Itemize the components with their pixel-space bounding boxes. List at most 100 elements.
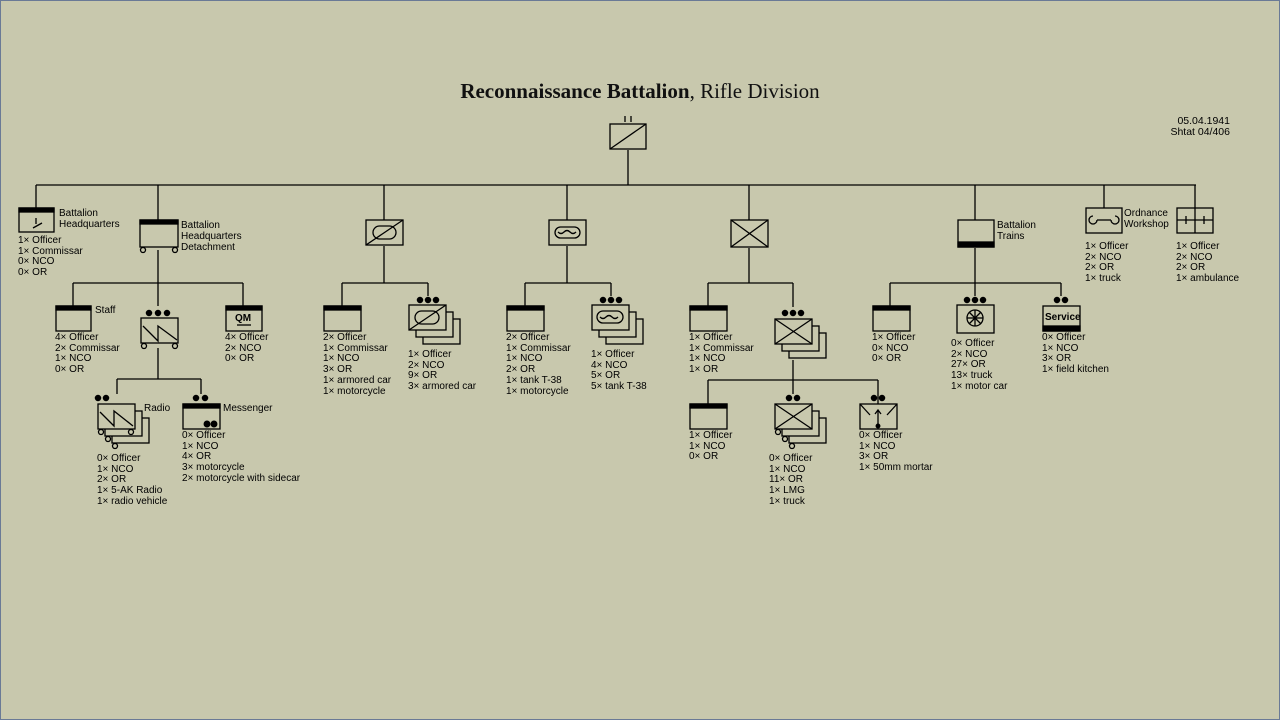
diagram-title: Reconnaissance Battalion, Rifle Division: [0, 79, 1280, 104]
count-line: 1× Commissar: [689, 342, 754, 354]
count-line: 13× truck: [951, 370, 993, 382]
count-line: 0× OR: [18, 267, 48, 279]
radio-label: Radio: [144, 403, 171, 414]
count-line: 2× NCO: [951, 348, 988, 360]
count-line: 1× NCO: [859, 440, 896, 452]
count-line: 4× OR: [182, 451, 212, 463]
count-line: 1× 50mm mortar: [859, 462, 933, 474]
count-line: 0× Officer: [859, 430, 903, 441]
platoon-hq-icon: [689, 403, 728, 430]
count-line: 2× motorcycle with sidecar: [182, 472, 301, 484]
count-line: 0× OR: [225, 353, 255, 365]
battalion-trains-icon: [957, 219, 995, 248]
count-line: 1× armored car: [323, 374, 392, 386]
service-symbol-text: Service: [1045, 312, 1081, 323]
count-line: 1× motor car: [951, 380, 1008, 392]
count-line: 5× OR: [591, 370, 621, 382]
count-line: 3× OR: [859, 451, 889, 463]
hq-det-label-line: Battalion: [181, 220, 220, 231]
count-line: 11× OR: [769, 474, 803, 486]
radio-squad-icon: [94, 394, 150, 450]
count-line: 1× NCO: [689, 353, 726, 365]
count-line: 0× OR: [689, 451, 719, 463]
count-line: 1× NCO: [1042, 342, 1079, 354]
messenger-squad-icon: [182, 394, 221, 430]
count-line: 1× radio vehicle: [97, 495, 168, 507]
tank-hq-icon: [506, 305, 545, 332]
title-bold: Reconnaissance Battalion: [460, 79, 690, 103]
count-line: 1× Commissar: [18, 245, 83, 257]
count-line: 2× OR: [97, 474, 127, 486]
count-line: 1× NCO: [769, 463, 806, 475]
shtat-label: Shtat 04/406: [1170, 126, 1230, 138]
count-line: 1× Officer: [408, 349, 452, 360]
count-line: 1× Officer: [1085, 241, 1129, 252]
hq-label-line: Battalion: [59, 208, 98, 219]
count-line: 4× NCO: [591, 359, 628, 371]
staff-label: Staff: [95, 305, 116, 316]
medical-icon: [1176, 207, 1214, 234]
count-line: 1× NCO: [97, 463, 134, 475]
count-line: 1× Officer: [872, 332, 916, 343]
count-line: 4× Officer: [225, 332, 269, 343]
count-line: 4× Officer: [55, 332, 99, 343]
mortar-squad-icon: [859, 394, 898, 430]
count-line: 0× NCO: [872, 342, 909, 354]
rifle-platoon-icon: [774, 309, 827, 359]
ordnance-workshop-icon: [1085, 207, 1123, 234]
rifle-squad-icon: [774, 394, 827, 450]
rifle-company-icon: [730, 219, 769, 248]
tank-company-icon: [548, 219, 587, 246]
count-line: 2× NCO: [1085, 251, 1122, 263]
count-line: 1× motorcycle: [323, 385, 386, 397]
count-line: 1× OR: [689, 364, 719, 376]
count-line: 9× OR: [408, 370, 438, 382]
count-line: 1× field kitchen: [1042, 364, 1109, 376]
count-line: 1× Officer: [689, 332, 733, 343]
count-line: 3× armored car: [408, 381, 477, 393]
count-line: 0× OR: [872, 353, 902, 365]
count-line: 2× NCO: [225, 342, 262, 354]
hq-det-label-line: Detachment: [181, 242, 235, 253]
count-line: 0× Officer: [97, 453, 141, 464]
count-line: 0× NCO: [18, 256, 55, 268]
count-line: 0× OR: [55, 364, 85, 376]
hq-label-line: Headquarters: [59, 219, 120, 230]
count-line: 1× tank T-38: [506, 374, 562, 386]
trains-hq-icon: [872, 305, 911, 332]
ordnance-label-line: Ordnance: [1124, 208, 1168, 219]
qm-icon: [225, 305, 263, 332]
messenger-label: Messenger: [223, 403, 273, 414]
count-line: 1× NCO: [506, 353, 543, 365]
battalion-hq-icon: [18, 207, 55, 233]
count-line: 0× Officer: [182, 430, 226, 441]
count-line: 3× OR: [1042, 353, 1072, 365]
count-line: 1× Officer: [591, 349, 635, 360]
count-line: 1× ambulance: [1176, 273, 1240, 285]
connectors: [35, 150, 1196, 404]
count-line: 1× Officer: [689, 430, 733, 441]
count-line: 0× Officer: [1042, 332, 1086, 343]
count-line: 2× Officer: [506, 332, 550, 343]
count-line: 1× Officer: [1176, 241, 1220, 252]
count-line: 1× NCO: [55, 353, 92, 365]
count-line: 3× motorcycle: [182, 462, 245, 474]
service-icon: [1042, 296, 1081, 332]
count-line: 2× OR: [1085, 262, 1115, 274]
count-line: 1× Commissar: [323, 342, 388, 354]
hq-det-label-line: Headquarters: [181, 231, 242, 242]
count-line: 1× Commissar: [506, 342, 571, 354]
